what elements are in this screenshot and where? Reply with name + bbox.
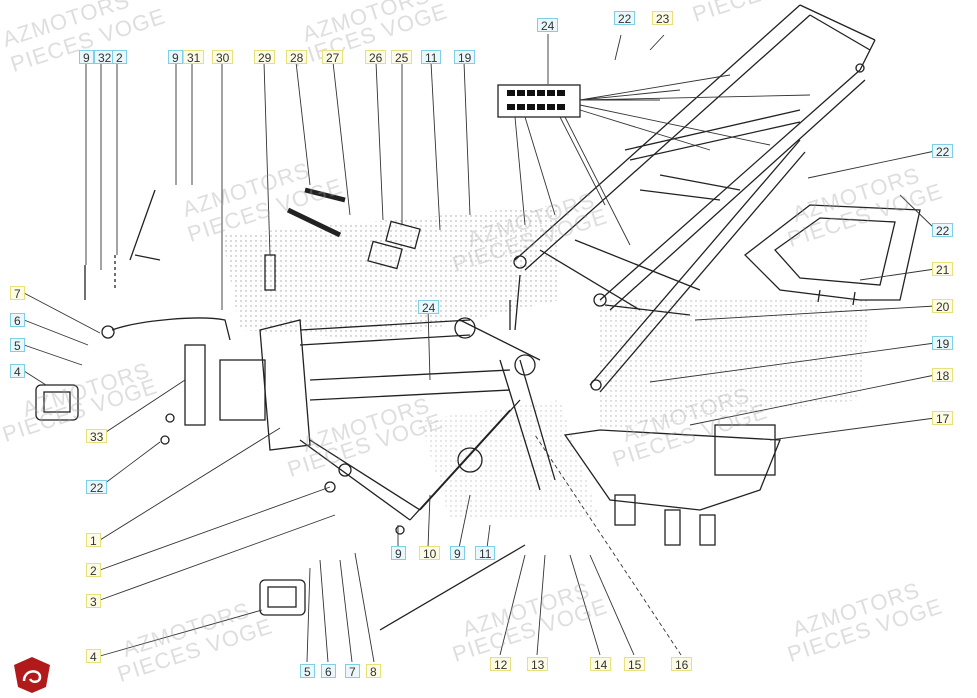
callout-23[interactable]: 23 [652,11,674,26]
callout-1[interactable]: 1 [86,533,101,548]
callout-22[interactable]: 22 [932,144,954,159]
callout-11[interactable]: 11 [475,546,496,561]
main-frame [219,317,556,521]
callout-24[interactable]: 24 [537,18,559,33]
callout-28[interactable]: 28 [286,50,308,65]
bolt-pack-box [497,84,581,118]
callout-2[interactable]: 2 [86,563,101,578]
callout-20[interactable]: 20 [932,299,954,314]
callout-9[interactable]: 9 [391,546,406,561]
callout-31[interactable]: 31 [183,50,205,65]
callout-7[interactable]: 7 [10,286,25,301]
shadow-area-right [600,300,870,430]
callout-13[interactable]: 13 [527,657,549,672]
callout-30[interactable]: 30 [212,50,234,65]
battery-tray [744,204,921,306]
callout-15[interactable]: 15 [624,657,646,672]
callout-26[interactable]: 26 [365,50,387,65]
callout-21[interactable]: 21 [932,262,954,277]
callout-9[interactable]: 9 [168,50,183,65]
callout-25[interactable]: 25 [391,50,413,65]
callout-19[interactable]: 19 [932,336,954,351]
callout-18[interactable]: 18 [932,368,954,383]
left-switch [35,384,79,421]
brand-logo-icon [14,657,50,693]
callout-14[interactable]: 14 [590,657,612,672]
right-switch [259,579,306,616]
shadow-area-left [222,205,560,340]
leader-lines [23,34,936,663]
callout-19[interactable]: 19 [454,50,476,65]
callout-9[interactable]: 9 [79,50,94,65]
callout-3[interactable]: 3 [86,594,101,609]
callout-32[interactable]: 32 [94,50,116,65]
callout-5[interactable]: 5 [10,338,25,353]
callout-9[interactable]: 9 [450,546,465,561]
bolt-set [84,187,526,631]
callout-7[interactable]: 7 [345,664,360,679]
callout-12[interactable]: 12 [490,657,512,672]
front-bracket [101,317,231,426]
rear-subframe [509,4,876,393]
callout-5[interactable]: 5 [300,664,315,679]
callout-6[interactable]: 6 [10,313,25,328]
callout-8[interactable]: 8 [366,664,381,679]
callout-22[interactable]: 22 [614,11,636,26]
callout-22[interactable]: 22 [86,480,108,495]
callout-29[interactable]: 29 [254,50,276,65]
callout-22[interactable]: 22 [932,223,954,238]
callout-16[interactable]: 16 [671,657,693,672]
callout-10[interactable]: 10 [419,546,441,561]
shadow-area-center [420,400,600,520]
callout-2[interactable]: 2 [112,50,127,65]
callout-11[interactable]: 11 [421,50,442,65]
callout-4[interactable]: 4 [10,364,25,379]
callout-33[interactable]: 33 [86,429,108,444]
callout-4[interactable]: 4 [86,649,101,664]
callout-17[interactable]: 17 [932,411,954,426]
callout-24[interactable]: 24 [418,300,440,315]
skid-plate [563,424,781,546]
callout-6[interactable]: 6 [321,664,336,679]
callout-27[interactable]: 27 [322,50,344,65]
